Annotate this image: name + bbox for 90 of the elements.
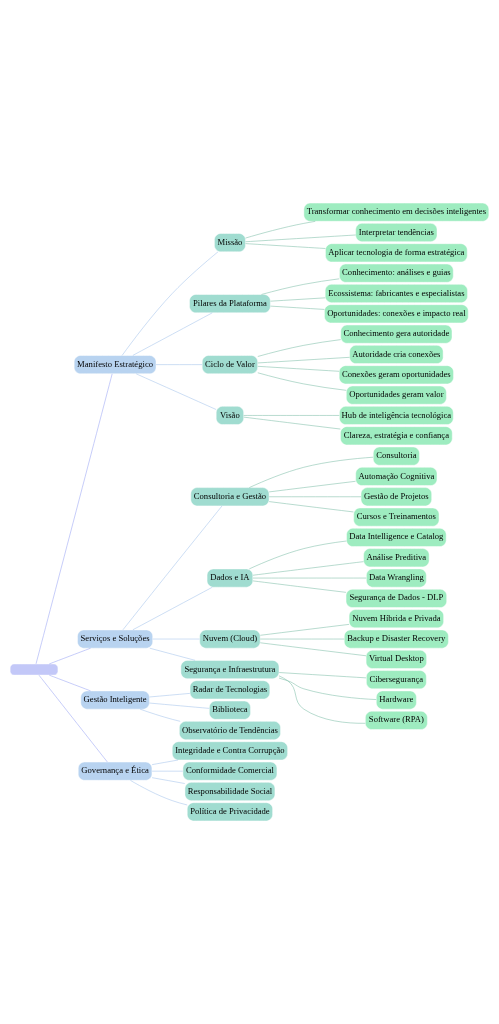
connector — [38, 674, 108, 763]
connector — [252, 580, 347, 593]
node-box: Conformidade Comercial — [182, 761, 278, 781]
node-box: Hardware — [376, 690, 417, 710]
connector — [268, 496, 362, 498]
connector — [278, 675, 366, 724]
node-box: Software (RPA) — [365, 710, 428, 730]
node-box: Ciclo de Valor — [202, 355, 258, 375]
connector — [48, 647, 91, 665]
connector — [257, 357, 350, 364]
node-box: Nuvem (Cloud) — [199, 629, 261, 649]
connector — [270, 297, 326, 302]
connector — [151, 777, 186, 784]
node-box: Consultoria — [373, 446, 420, 466]
connector — [257, 372, 347, 391]
connector — [155, 364, 203, 365]
node-box: Conhecimento: análises e guias — [339, 263, 454, 283]
node-box: Automação Cognitiva — [355, 467, 438, 486]
node-box: Segurança e Infraestrutura — [180, 660, 280, 679]
node-box: Gestão de Projetos — [360, 487, 432, 507]
node-box: Autoridade cria conexões — [349, 345, 444, 364]
node-box: Visão — [215, 406, 244, 425]
connector — [245, 234, 356, 242]
connector — [48, 674, 91, 692]
node-box: Virtual Desktop — [365, 649, 427, 669]
node-box: Gestão Inteligente — [80, 690, 150, 710]
node-box: Governança e Ética — [78, 761, 153, 781]
connector — [132, 312, 213, 356]
connector — [139, 708, 181, 722]
connector — [243, 415, 340, 416]
node-box: Integridade e Contra Corrupção — [172, 741, 288, 761]
node-box: Hub de inteligência tecnológica — [339, 406, 454, 425]
node-box: Aplicar tecnologia de forma estratégica — [325, 243, 468, 263]
connector — [151, 770, 183, 772]
connector — [257, 366, 340, 372]
connector — [132, 586, 213, 631]
connector — [270, 305, 325, 310]
connector — [149, 647, 196, 661]
connector — [35, 373, 113, 665]
node-box: Nuvem Híbrida e Privada — [348, 609, 444, 629]
connector — [243, 416, 341, 430]
node-box: Conexões geram oportunidades — [338, 365, 454, 385]
node-box: Análise Preditiva — [363, 548, 430, 568]
connector — [260, 624, 350, 636]
node-box: Consultoria e Gestão — [190, 487, 270, 507]
node-box: Backup e Disaster Recovery — [344, 629, 449, 649]
connector — [149, 693, 191, 698]
connector — [268, 501, 354, 513]
node-box: Oportunidades geram valor — [346, 385, 447, 405]
node-box: Política de Privacidade — [187, 802, 273, 822]
connector — [245, 243, 326, 249]
node-box: Transformar conhecimento em decisões inteligentes — [303, 202, 490, 222]
connector — [261, 278, 340, 295]
connector — [259, 638, 345, 640]
connector — [257, 339, 341, 357]
connector — [249, 456, 374, 488]
node-box — [9, 663, 59, 676]
node-box: Cibersegurança — [366, 670, 427, 690]
node-box: Oportunidades: conexões e impacto real — [324, 304, 469, 324]
node-box: Manifesto Estratégico — [73, 355, 157, 375]
connector — [278, 672, 367, 679]
connector — [252, 577, 367, 579]
node-box: Dados e IA — [206, 568, 254, 588]
connector — [130, 780, 188, 806]
connector — [121, 251, 219, 356]
node-box: Ecossistema: fabricantes e especialistas — [324, 284, 468, 303]
node-box: Missão — [214, 233, 246, 253]
node-box: Biblioteca — [209, 700, 251, 720]
node-box: Serviços e Soluções — [77, 629, 153, 649]
node-box: Data Wrangling — [366, 568, 427, 588]
node-box: Segurança de Dados - DLP — [345, 589, 447, 608]
connector — [249, 540, 347, 570]
node-box: Conhecimento gera autoridade — [340, 324, 453, 344]
connector — [245, 221, 316, 239]
node-box: Cursos e Treinamentos — [353, 507, 440, 527]
node-box: Pilares da Plataforma — [189, 294, 271, 314]
connector — [135, 373, 217, 410]
node-box: Data Intelligence e Catalog — [346, 528, 447, 547]
connector — [122, 505, 223, 631]
connector — [151, 759, 179, 765]
connector — [268, 481, 356, 493]
connector — [278, 677, 377, 700]
node-box: Radar de Tecnologias — [189, 680, 271, 700]
connector — [252, 561, 364, 576]
connector — [260, 642, 367, 657]
connector — [149, 702, 210, 709]
node-box: Clareza, estratégia e confiança — [340, 426, 453, 446]
node-box: Interpretar tendências — [355, 223, 438, 242]
node-box: Observatório de Tendências — [179, 721, 281, 740]
node-box: Responsabilidade Social — [184, 782, 276, 801]
